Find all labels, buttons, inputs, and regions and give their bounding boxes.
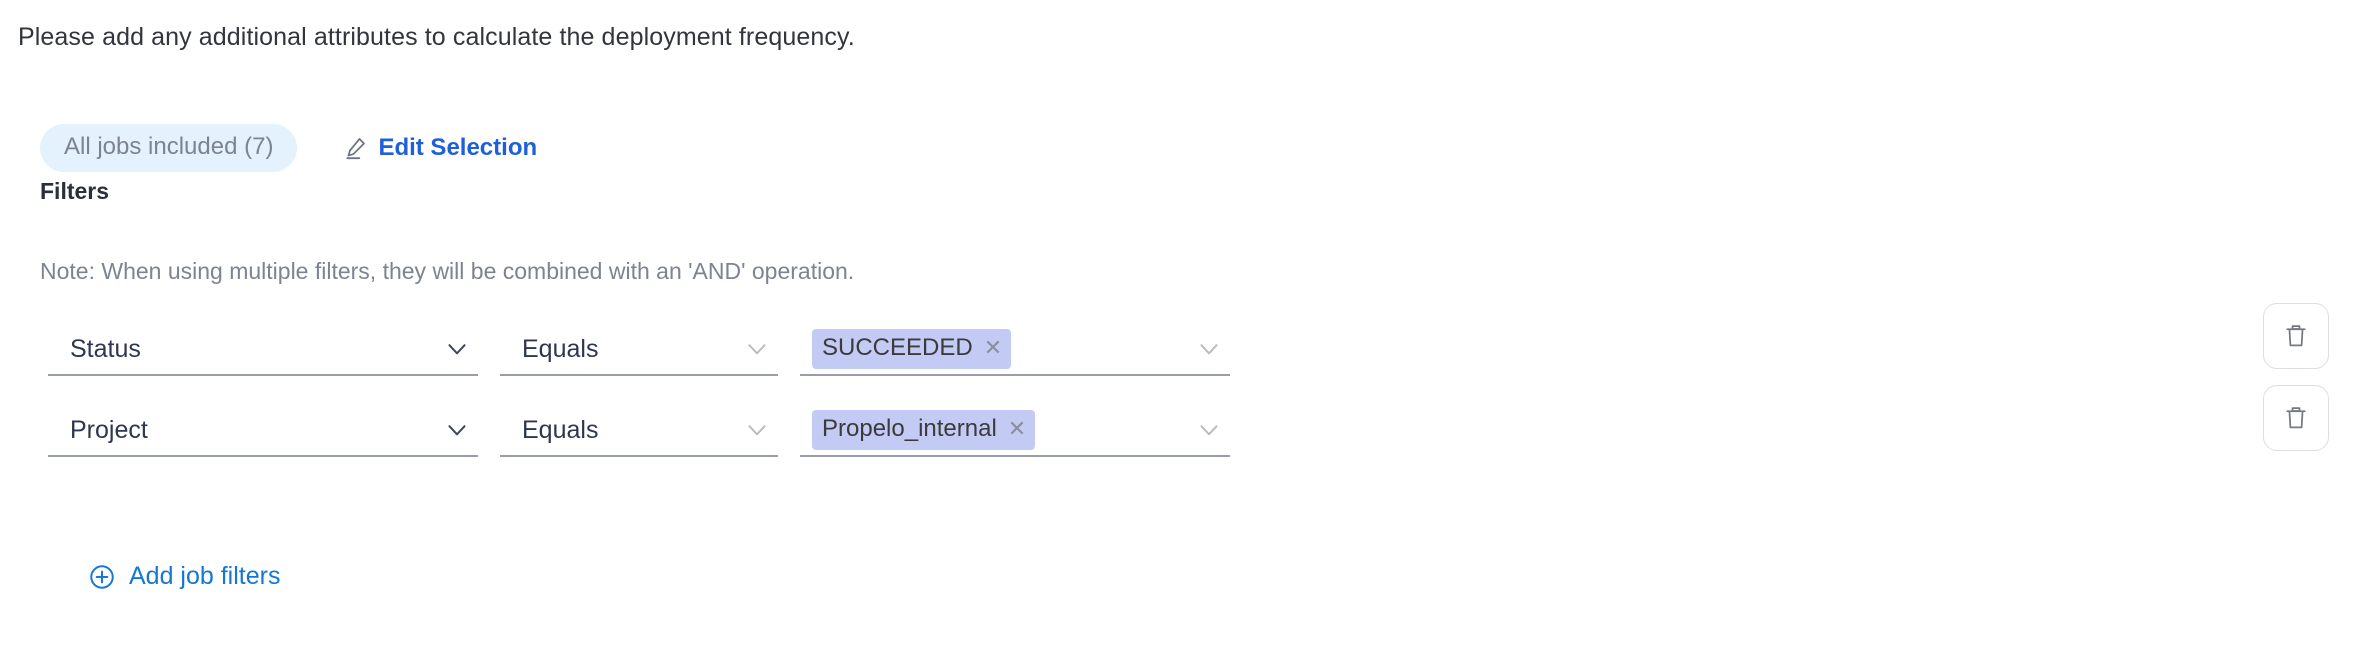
filter-value-chip[interactable]: Propelo_internal ✕: [812, 410, 1036, 450]
filter-row: Status Equals SUCCEEDED ✕: [48, 312, 2376, 376]
filter-operator-value: Equals: [522, 415, 599, 444]
edit-selection-button[interactable]: Edit Selection: [343, 134, 537, 162]
filter-operator-select[interactable]: Equals: [500, 324, 778, 376]
filter-attribute-select[interactable]: Status: [48, 324, 478, 376]
filter-operator-select[interactable]: Equals: [500, 405, 778, 457]
trash-icon: [2282, 322, 2310, 350]
filter-value-select[interactable]: Propelo_internal ✕: [800, 405, 1230, 457]
close-icon[interactable]: ✕: [1007, 416, 1027, 441]
edit-selection-label: Edit Selection: [378, 134, 538, 161]
filter-value-select[interactable]: SUCCEEDED ✕: [800, 324, 1230, 376]
filter-row: Project Equals Propelo_internal ✕: [48, 393, 2376, 457]
chevron-down-icon: [744, 336, 770, 362]
job-selection-row: All jobs included (7) Edit Selection: [40, 124, 537, 172]
pencil-icon: [343, 135, 369, 161]
plus-circle-icon: [88, 563, 116, 591]
delete-filter-button[interactable]: [2263, 385, 2329, 451]
chevron-down-icon: [744, 417, 770, 443]
add-job-filters-label: Add job filters: [129, 562, 281, 590]
add-job-filters-button[interactable]: Add job filters: [88, 562, 280, 591]
filter-attribute-value: Status: [70, 334, 141, 363]
trash-icon: [2282, 404, 2310, 432]
filter-operator-value: Equals: [522, 334, 599, 363]
filter-attribute-value: Project: [70, 415, 148, 444]
close-icon[interactable]: ✕: [983, 335, 1003, 360]
intro-text: Please add any additional attributes to …: [18, 23, 855, 51]
chevron-down-icon: [444, 417, 470, 443]
filter-value-chip-label: Propelo_internal: [822, 415, 997, 442]
delete-filter-button[interactable]: [2263, 303, 2329, 369]
filter-value-chip[interactable]: SUCCEEDED ✕: [812, 329, 1012, 369]
chevron-down-icon: [1196, 336, 1222, 362]
filter-attribute-select[interactable]: Project: [48, 405, 478, 457]
all-jobs-included-badge: All jobs included (7): [40, 124, 298, 172]
chevron-down-icon: [1196, 417, 1222, 443]
chevron-down-icon: [444, 336, 470, 362]
filters-note: Note: When using multiple filters, they …: [40, 258, 855, 284]
filters-heading: Filters: [40, 178, 110, 204]
filter-value-chip-label: SUCCEEDED: [822, 334, 973, 361]
